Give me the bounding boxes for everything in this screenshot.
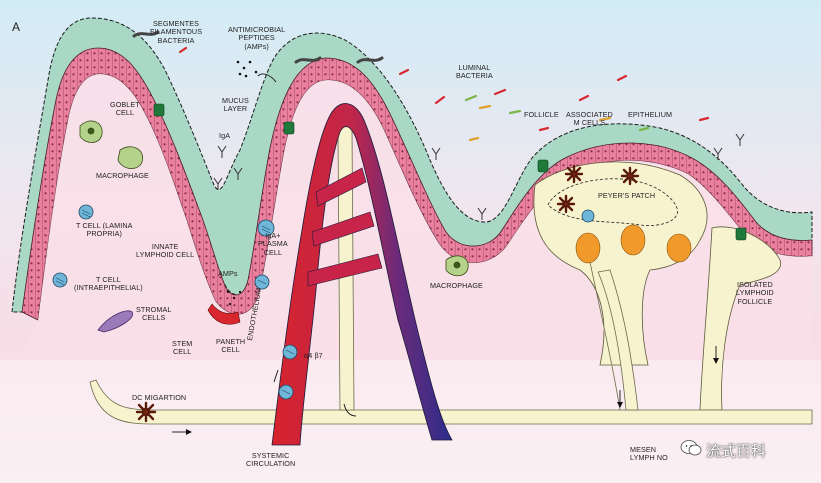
stromal-cells-label: STROMAL CELLS [136, 305, 172, 323]
macrophage-label-1: MACROPHAGE [96, 171, 149, 180]
innate-lymphoid-cell-label: INNATE LYMPHOID CELL [136, 242, 195, 260]
dc-migration-label: DC MIGARTION [132, 393, 187, 402]
iga-plasma-cell-label: IgA+ PLASMA CELL [258, 231, 288, 257]
luminal-bacteria-label: LUMINAL BACTERIA [456, 63, 493, 81]
iga-antibodies [213, 133, 745, 220]
luminal-bacteria [178, 46, 710, 142]
m-cells-label: ASSOCIATED M CELLS [566, 110, 613, 128]
peyers-patch-label: PEYER'S PATCH [598, 191, 656, 200]
goblet-cells [153, 103, 747, 241]
sfb-label: SEGMENTES FILAMENTOUS BACTERIA [150, 19, 203, 45]
iga-label: IgA [219, 131, 231, 140]
t-cell-lamina-propria-label: T CELL (LAMINA PROPRIA) [76, 221, 133, 239]
stem-cell-label: STEM CELL [172, 339, 193, 357]
follicle-label: FOLLICLE [524, 110, 559, 119]
isolated-lymphoid-follicle-label: ISOLATED LYMPHOID FOLLICLE [736, 280, 774, 306]
macrophages [79, 120, 469, 277]
stromal-cell [97, 310, 133, 333]
vessel-branches [307, 167, 383, 287]
germinal-centers [575, 224, 692, 264]
mucus-layer-label: MUCUS LAYER [222, 96, 249, 114]
epithelium-label: EPITHELIUM [628, 110, 673, 119]
macrophage-label-2: MACROPHAGE [430, 281, 483, 290]
paneth-cells [207, 303, 241, 325]
amps-label: ANTIMICROBIAL PEPTIDES (AMPs) [228, 25, 286, 51]
arrows [172, 73, 717, 433]
panel-label: A [12, 20, 21, 34]
integrin-label: α4 β7 [304, 351, 323, 360]
lymphocyte-nuclei [55, 209, 295, 395]
watermark: 流式百科 [706, 442, 767, 460]
chat-icon [680, 440, 702, 456]
goblet-cell-label: GOBLET CELL [110, 100, 140, 118]
isolated-follicle [699, 226, 781, 411]
t-cell-intraepithelial-label: T CELL (INTRAEPITHELIAL) [74, 275, 143, 293]
amp-dots [226, 60, 258, 306]
paneth-cell-label: PANETH CELL [216, 337, 246, 355]
arrowheads [186, 358, 719, 435]
mesenteric-lymph-node-label: MESEN LYMPH NO [630, 445, 668, 463]
peyers-patch-dome [533, 161, 708, 366]
dendritic-cells [135, 164, 640, 423]
systemic-circulation-label: SYSTEMIC CIRCULATION [246, 451, 296, 469]
sfb-filaments [132, 30, 384, 64]
follicle-outline [547, 178, 678, 226]
amps-crypt-label: AMPs [218, 269, 238, 278]
